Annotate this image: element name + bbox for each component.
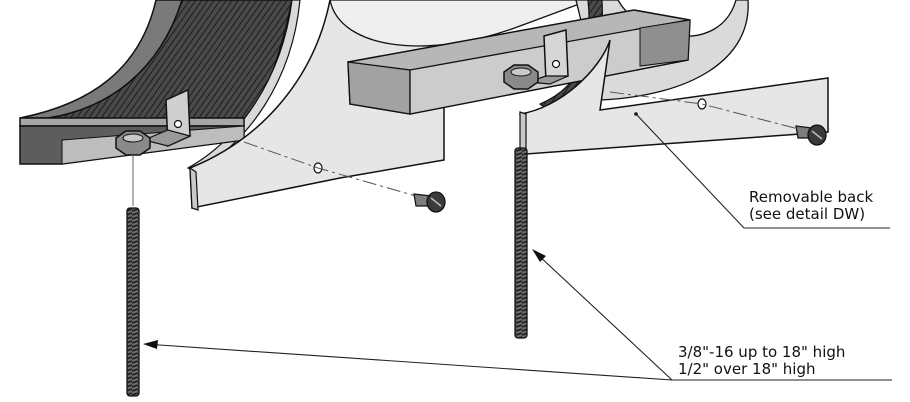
rod-spec-line-2: 1/2" over 18" high xyxy=(678,360,816,378)
right-panel-screw xyxy=(795,124,827,146)
left-rod-arrowhead xyxy=(143,340,158,349)
rod-spec-line-1: 3/8"-16 up to 18" high xyxy=(678,343,846,361)
right-back-panel-body xyxy=(519,39,829,155)
rod-spec-leader-right xyxy=(536,253,673,381)
right-upper-clear-panel xyxy=(329,0,591,47)
right-base-assembly xyxy=(329,0,749,115)
left-threaded-rod xyxy=(126,207,140,397)
removable-back-label: Removable back xyxy=(749,188,874,206)
right-hex-nut-top xyxy=(510,67,532,77)
left-angle-bracket-foot xyxy=(142,129,192,147)
right-screw-centerline xyxy=(609,91,811,133)
rod-spec-callout: 3/8"-16 up to 18" high 1/2" over 18" hig… xyxy=(678,344,845,378)
left-arm-inner-face xyxy=(19,0,183,119)
left-base-block-top xyxy=(19,117,245,127)
leader-arrowheads xyxy=(143,249,546,349)
removable-back-detail-ref: (see detail DW) xyxy=(749,205,866,223)
leader-lines xyxy=(144,113,892,381)
right-panel-screw-hole xyxy=(697,98,707,110)
removable-back-callout: Removable back (see detail DW) xyxy=(749,189,873,223)
removable-back-leader xyxy=(635,113,890,229)
left-bracket-hole xyxy=(173,119,183,129)
left-base-assembly xyxy=(19,0,301,397)
left-hex-nut-top xyxy=(122,133,144,143)
right-rod-arrowhead xyxy=(532,249,546,262)
right-block-shadow xyxy=(639,19,691,67)
right-bracket-hole xyxy=(551,59,561,69)
right-threaded-rod xyxy=(514,147,528,339)
right-angle-bracket xyxy=(543,29,569,83)
left-screw-centerline xyxy=(243,141,431,201)
left-panel-screw xyxy=(413,191,446,213)
left-back-panel-edge xyxy=(189,166,199,211)
